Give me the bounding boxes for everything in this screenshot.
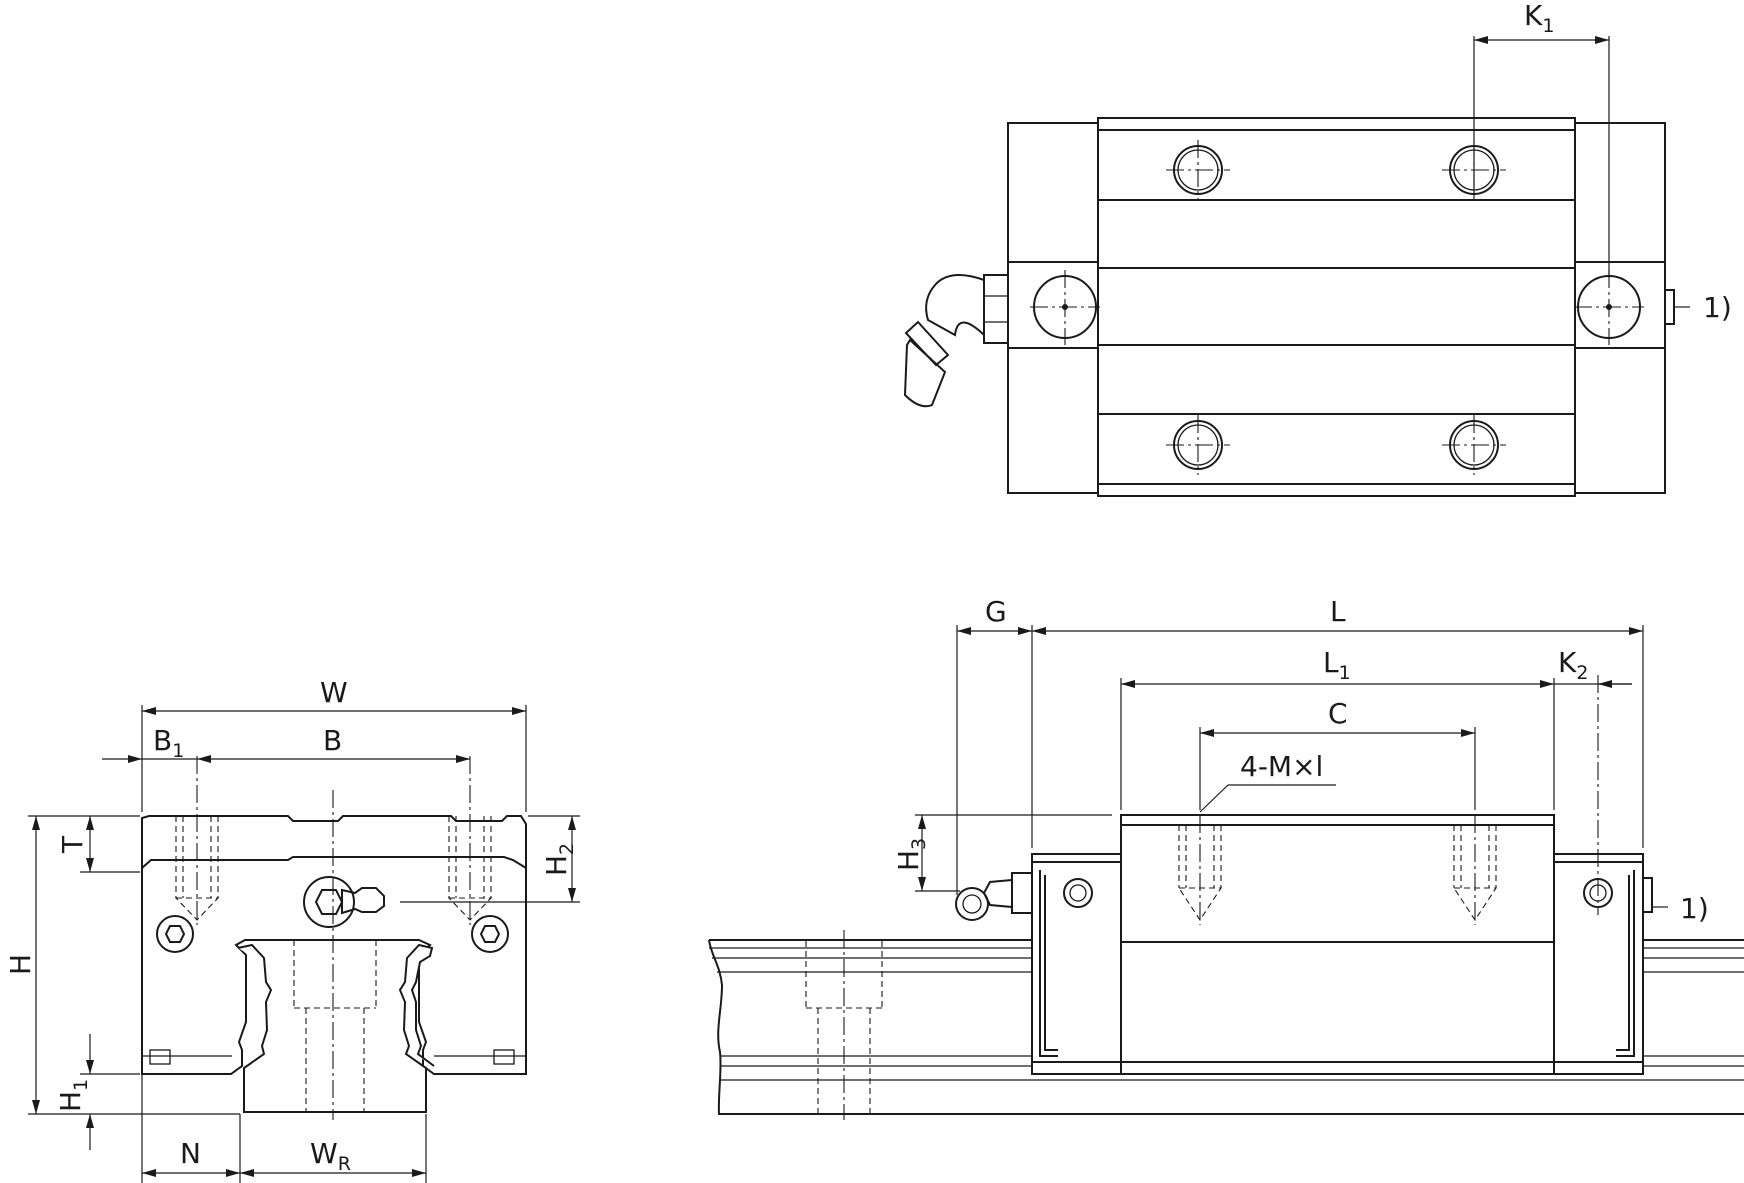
plug-icon — [1664, 289, 1675, 325]
tapped-hole-icon — [447, 756, 493, 925]
mounting-hole-icon — [1166, 140, 1230, 200]
grease-nipple-icon — [903, 274, 1009, 408]
plug-icon — [1642, 877, 1653, 913]
tapped-hole-icon — [1177, 815, 1223, 925]
screw-icon — [471, 915, 509, 953]
tapped-hole-icon — [1452, 815, 1498, 925]
dim-h2-label: H2 — [540, 843, 578, 876]
lube-port-icon — [1063, 878, 1093, 908]
grease-nipple-icon — [303, 876, 385, 928]
screw-icon — [156, 915, 194, 953]
dim-h1-label: H1 — [54, 1079, 92, 1112]
dim-wr-label: WR — [310, 1137, 351, 1175]
dim-c-label: C — [1328, 697, 1348, 730]
dim-b1-label: B1 — [153, 724, 184, 762]
dim-h3-label: H3 — [892, 838, 930, 871]
note-1-label: 1) — [1703, 291, 1732, 324]
dim-mxl-label: 4-M×l — [1240, 750, 1323, 783]
dim-b-label: B — [323, 724, 342, 757]
side-view: 1) G L L1 K2 C 4-M×l — [708, 595, 1744, 1120]
dim-t-label: T — [56, 835, 89, 854]
dim-k2-label: K2 — [1558, 646, 1588, 684]
top-view: K1 1) — [903, 0, 1732, 497]
dim-w-label: W — [320, 676, 348, 709]
dim-n-label: N — [180, 1137, 201, 1170]
dim-h-label: H — [4, 954, 37, 975]
mounting-hole-icon — [1442, 415, 1506, 475]
end-seal-left-side — [1031, 853, 1122, 1075]
end-view: W B1 B T H2 H H1 — [4, 676, 580, 1183]
rail-side — [708, 939, 1744, 1115]
dim-l1-label: L1 — [1323, 646, 1351, 684]
carriage-top — [1097, 117, 1576, 497]
tapped-hole-icon — [174, 756, 220, 925]
grease-nipple-icon — [955, 872, 1033, 921]
lube-port-icon — [1583, 675, 1613, 915]
rail-profile — [237, 943, 435, 1113]
end-seal-left — [1007, 122, 1099, 494]
end-seal-right — [1574, 122, 1666, 494]
mounting-hole-icon — [1166, 415, 1230, 475]
lube-port-icon — [1030, 270, 1100, 345]
note-1-side-label: 1) — [1680, 892, 1709, 925]
dim-l-label: L — [1330, 595, 1346, 628]
carriage-side — [1120, 814, 1555, 1075]
dim-g-label: G — [985, 595, 1007, 628]
dim-k1-label: K1 — [1524, 0, 1554, 37]
